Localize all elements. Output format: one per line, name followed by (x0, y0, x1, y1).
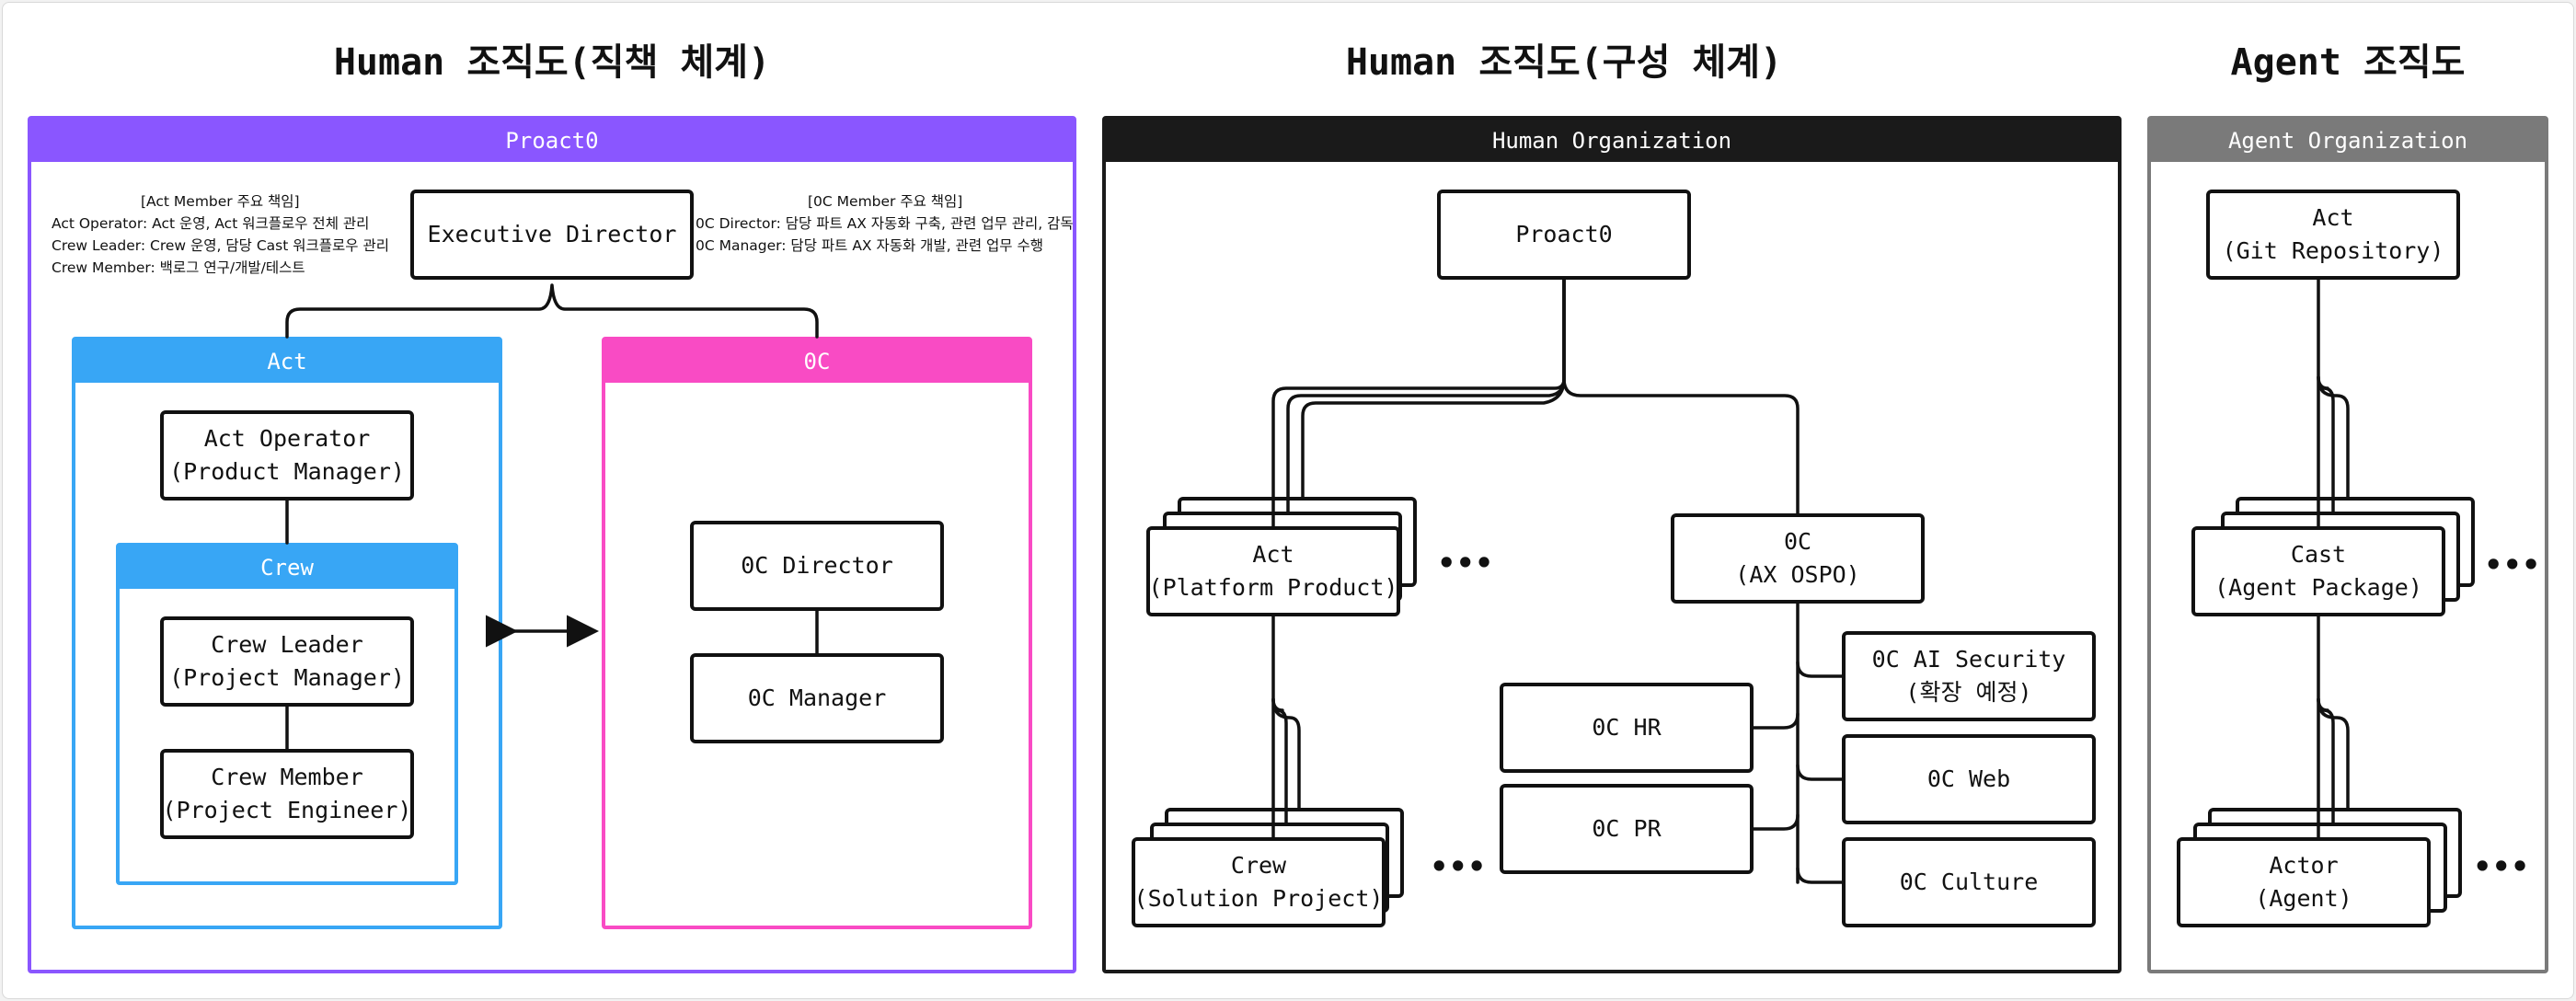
executive-director-label: Executive Director (427, 221, 677, 247)
oc-manager-box: 0C Manager (690, 653, 944, 743)
oc-web-label: 0C Web (1926, 765, 2011, 792)
title-agent: Agent 조직도 (2230, 41, 2466, 84)
oc-ai-security-box: 0C AI Security (확장 예정) (1842, 631, 2096, 721)
title-human-structure: Human 조직도(구성 체계) (1345, 41, 1783, 84)
crew-more-ellipsis: ••• (1430, 849, 1487, 884)
cast-agent-package-box: Cast (Agent Package) (2191, 526, 2445, 616)
crew-leader-subtitle: (Project Manager) (169, 664, 405, 691)
human-organization-header: Human Organization (1106, 120, 2118, 162)
cast-more-ellipsis: ••• (2484, 547, 2541, 582)
crew-leader-title: Crew Leader (211, 631, 363, 658)
proact0-root-label: Proact0 (1515, 221, 1613, 247)
crew-member-box: Crew Member (Project Engineer) (160, 749, 414, 839)
oc-hr-label: 0C HR (1592, 714, 1662, 741)
act-notes-title: [Act Member 주요 책임] (141, 193, 300, 210)
proact0-root-box: Proact0 (1437, 190, 1691, 280)
executive-director-box: Executive Director (410, 190, 694, 280)
oc-ax-ospo-subtitle: (AX OSPO) (1735, 561, 1860, 588)
oc-manager-label: 0C Manager (747, 685, 887, 711)
oc-director-label: 0C Director (741, 552, 893, 579)
actor-subtitle: (Agent) (2255, 885, 2352, 912)
cast-subtitle: (Agent Package) (2214, 574, 2422, 601)
oc-panel: 0C (602, 337, 1032, 929)
act-operator-title: Act Operator (203, 425, 371, 452)
crew-solution-title: Crew (1230, 852, 1287, 879)
crew-solution-subtitle: (Solution Project) (1133, 885, 1384, 912)
act-more-ellipsis: ••• (1437, 546, 1494, 581)
act-platform-title: Act (1252, 541, 1294, 568)
actor-title: Actor (2269, 852, 2339, 879)
oc-notes-line: 0C Manager: 담당 파트 AX 자동화 개발, 관련 업무 수행 (696, 237, 1043, 254)
oc-pr-label: 0C PR (1592, 815, 1662, 842)
oc-ax-ospo-title: 0C (1783, 528, 1812, 555)
act-member-notes: [Act Member 주요 책임] Act Operator: Act 운영,… (52, 190, 389, 279)
proact0-panel-header: Proact0 (31, 120, 1073, 162)
act-operator-subtitle: (Product Manager) (169, 458, 405, 485)
act-platform-product-box: Act (Platform Product) (1146, 526, 1400, 616)
oc-member-notes: [0C Member 주요 책임] 0C Director: 담당 파트 AX … (696, 190, 1074, 257)
title-human-role: Human 조직도(직책 체계) (333, 41, 771, 84)
act-notes-line: Act Operator: Act 운영, Act 워크플로우 전체 관리 (52, 215, 370, 232)
agent-act-box: Act (Git Repository) (2206, 190, 2460, 280)
agent-organization-header: Agent Organization (2151, 120, 2545, 162)
oc-culture-label: 0C Culture (1899, 869, 2039, 895)
act-notes-line: Crew Leader: Crew 운영, 담당 Cast 워크플로우 관리 (52, 237, 389, 254)
actor-more-ellipsis: ••• (2473, 849, 2530, 884)
act-platform-subtitle: (Platform Product) (1148, 574, 1398, 601)
oc-ai-security-subtitle: (확장 예정) (1905, 679, 2032, 706)
crew-member-subtitle: (Project Engineer) (162, 797, 412, 823)
oc-hr-box: 0C HR (1500, 683, 1754, 773)
oc-pr-box: 0C PR (1500, 784, 1754, 874)
cast-title: Cast (2290, 541, 2347, 568)
oc-director-box: 0C Director (690, 521, 944, 611)
crew-leader-box: Crew Leader (Project Manager) (160, 616, 414, 707)
act-panel-header: Act (75, 340, 499, 383)
crew-panel-header: Crew (120, 547, 454, 589)
oc-notes-line: 0C Director: 담당 파트 AX 자동화 구축, 관련 업무 관리, … (696, 215, 1074, 232)
agent-act-subtitle: (Git Repository) (2222, 237, 2444, 264)
oc-panel-header: 0C (605, 340, 1029, 383)
oc-notes-title: [0C Member 주요 책임] (808, 193, 963, 210)
act-notes-line: Crew Member: 백로그 연구/개발/테스트 (52, 259, 305, 276)
crew-solution-project-box: Crew (Solution Project) (1132, 837, 1386, 927)
oc-web-box: 0C Web (1842, 734, 2096, 824)
oc-ax-ospo-box: 0C (AX OSPO) (1671, 513, 1925, 604)
act-operator-box: Act Operator (Product Manager) (160, 410, 414, 500)
actor-agent-box: Actor (Agent) (2177, 837, 2431, 927)
crew-member-title: Crew Member (211, 764, 363, 790)
agent-act-title: Act (2312, 204, 2354, 231)
oc-ai-security-title: 0C AI Security (1871, 646, 2066, 673)
oc-culture-box: 0C Culture (1842, 837, 2096, 927)
